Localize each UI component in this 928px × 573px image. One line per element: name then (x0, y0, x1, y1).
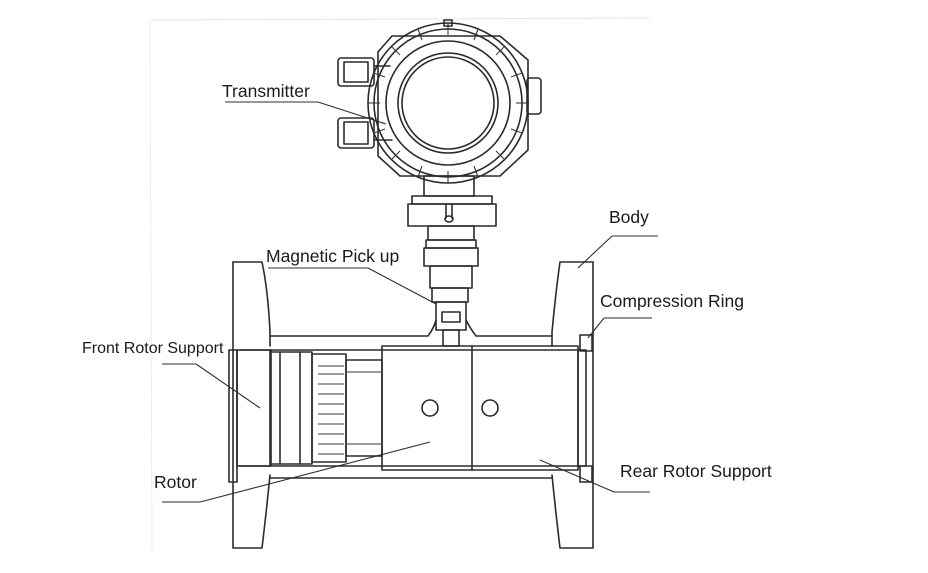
rotor-blades (311, 353, 383, 463)
label-magnetic-pickup: Magnetic Pick up (266, 246, 399, 266)
transmitter-neck (407, 175, 497, 303)
label-body: Body (609, 207, 649, 227)
transmitter-housing (337, 19, 542, 184)
label-rear-rotor-support: Rear Rotor Support (620, 461, 772, 481)
label-front-rotor-support: Front Rotor Support (82, 340, 224, 357)
front-rotor-support (270, 351, 313, 465)
background-sheet (149, 17, 651, 551)
label-rotor: Rotor (154, 472, 197, 492)
diagram-labels: Transmitter Magnetic Pick up Body Compre… (82, 81, 772, 492)
central-block (381, 345, 579, 471)
label-compression-ring: Compression Ring (600, 291, 744, 311)
label-transmitter: Transmitter (222, 81, 310, 101)
magnetic-pickup (435, 301, 467, 347)
leader-lines (162, 101, 658, 503)
meter-body (228, 261, 594, 549)
